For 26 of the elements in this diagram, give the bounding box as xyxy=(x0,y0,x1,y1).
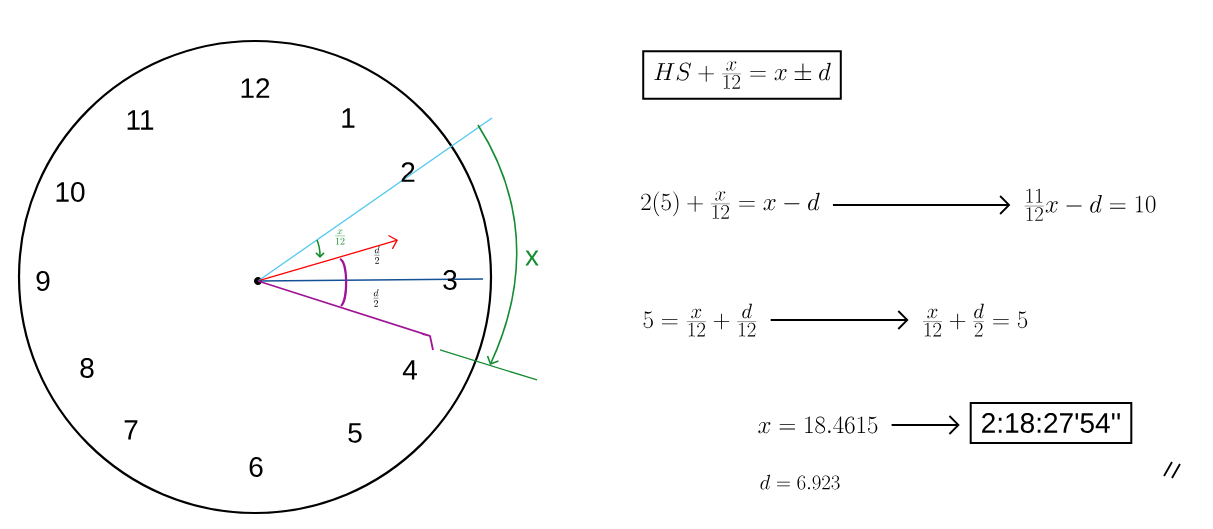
angle-label: $\frac{d}{2}$ xyxy=(374,246,380,264)
arrow xyxy=(769,310,909,330)
angle-label: $\frac{d}{2}$ xyxy=(373,289,379,307)
clock-number: 8 xyxy=(80,358,94,378)
equation: $\frac{x}{12} + \frac{d}{2} = 5$ xyxy=(922,303,1028,337)
clock-number: 1 xyxy=(342,108,355,128)
boxed-equation: $HS + \frac{x}{12} = x \pm d$ xyxy=(642,50,842,100)
arrow xyxy=(832,195,1011,215)
clock-number: 12 xyxy=(241,78,270,98)
clock-number: 4 xyxy=(402,360,417,380)
clock-number: 11 xyxy=(127,110,154,130)
clock-number: 9 xyxy=(36,271,50,291)
arrow xyxy=(890,415,960,435)
equation: $5 = \frac{x}{12} + \frac{d}{12}$ xyxy=(643,303,757,337)
boxed-equation: 2:18:27'54'' xyxy=(969,402,1133,444)
clock-number: 10 xyxy=(56,182,85,202)
equation: $2(5) + \frac{x}{12} = x - d$ xyxy=(641,191,820,219)
equation: $x = 18.4615$ xyxy=(758,416,878,434)
arc-label: x xyxy=(525,250,539,266)
clock-number: 7 xyxy=(124,420,138,440)
angle-label: $\frac{x}{12}$ xyxy=(335,229,345,245)
clock-number: 6 xyxy=(249,457,263,477)
result-label: $d = 6.923$ xyxy=(760,474,840,490)
clock-number: 2 xyxy=(401,162,415,182)
equation: $\frac{11}{12}x - d = 10$ xyxy=(1024,188,1156,221)
clock-number: 5 xyxy=(348,423,362,443)
